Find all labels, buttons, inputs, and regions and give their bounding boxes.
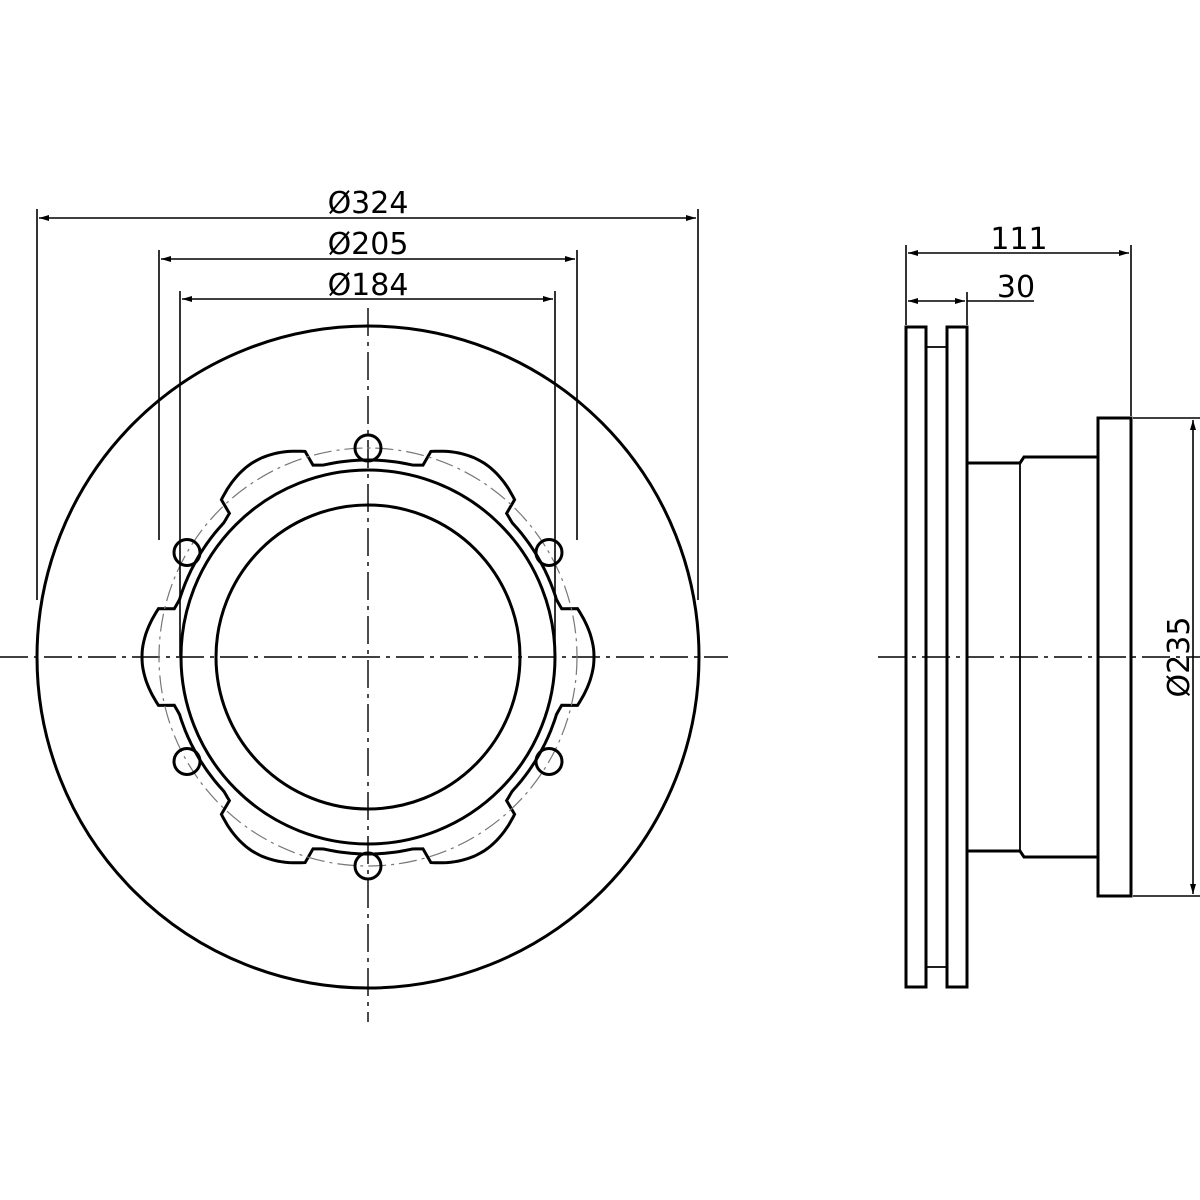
dim-hub-inner-label: Ø184 (328, 268, 409, 303)
dim-outer-label: Ø324 (328, 186, 409, 221)
dim-hub-outer-label: Ø205 (328, 227, 409, 262)
side-view: 111 30 Ø235 (878, 222, 1200, 989)
hub-flange-outline (140, 449, 596, 865)
bolt-hole (353, 851, 383, 881)
bolt-hole (172, 747, 202, 776)
hub-flange-side (1096, 416, 1133, 898)
bolt-hole (534, 747, 564, 776)
bolt-hole (172, 538, 202, 567)
friction-plate-outer (904, 325, 928, 989)
bolt-hole (534, 538, 564, 567)
bolt-pitch-circle (158, 447, 578, 867)
hub-bore-circle (214, 503, 522, 811)
dim-height-label: 111 (990, 222, 1047, 257)
dim-thickness-label: 30 (997, 270, 1035, 305)
bolt-holes (172, 433, 564, 881)
bolt-hole (353, 433, 383, 463)
front-view: Ø324 Ø205 Ø184 (0, 186, 728, 1022)
disc-outer-edge (35, 324, 701, 990)
friction-plate-inner (945, 325, 969, 989)
dim-hub-diameter-label: Ø235 (1162, 617, 1197, 698)
hub-outer-circle (179, 468, 557, 846)
